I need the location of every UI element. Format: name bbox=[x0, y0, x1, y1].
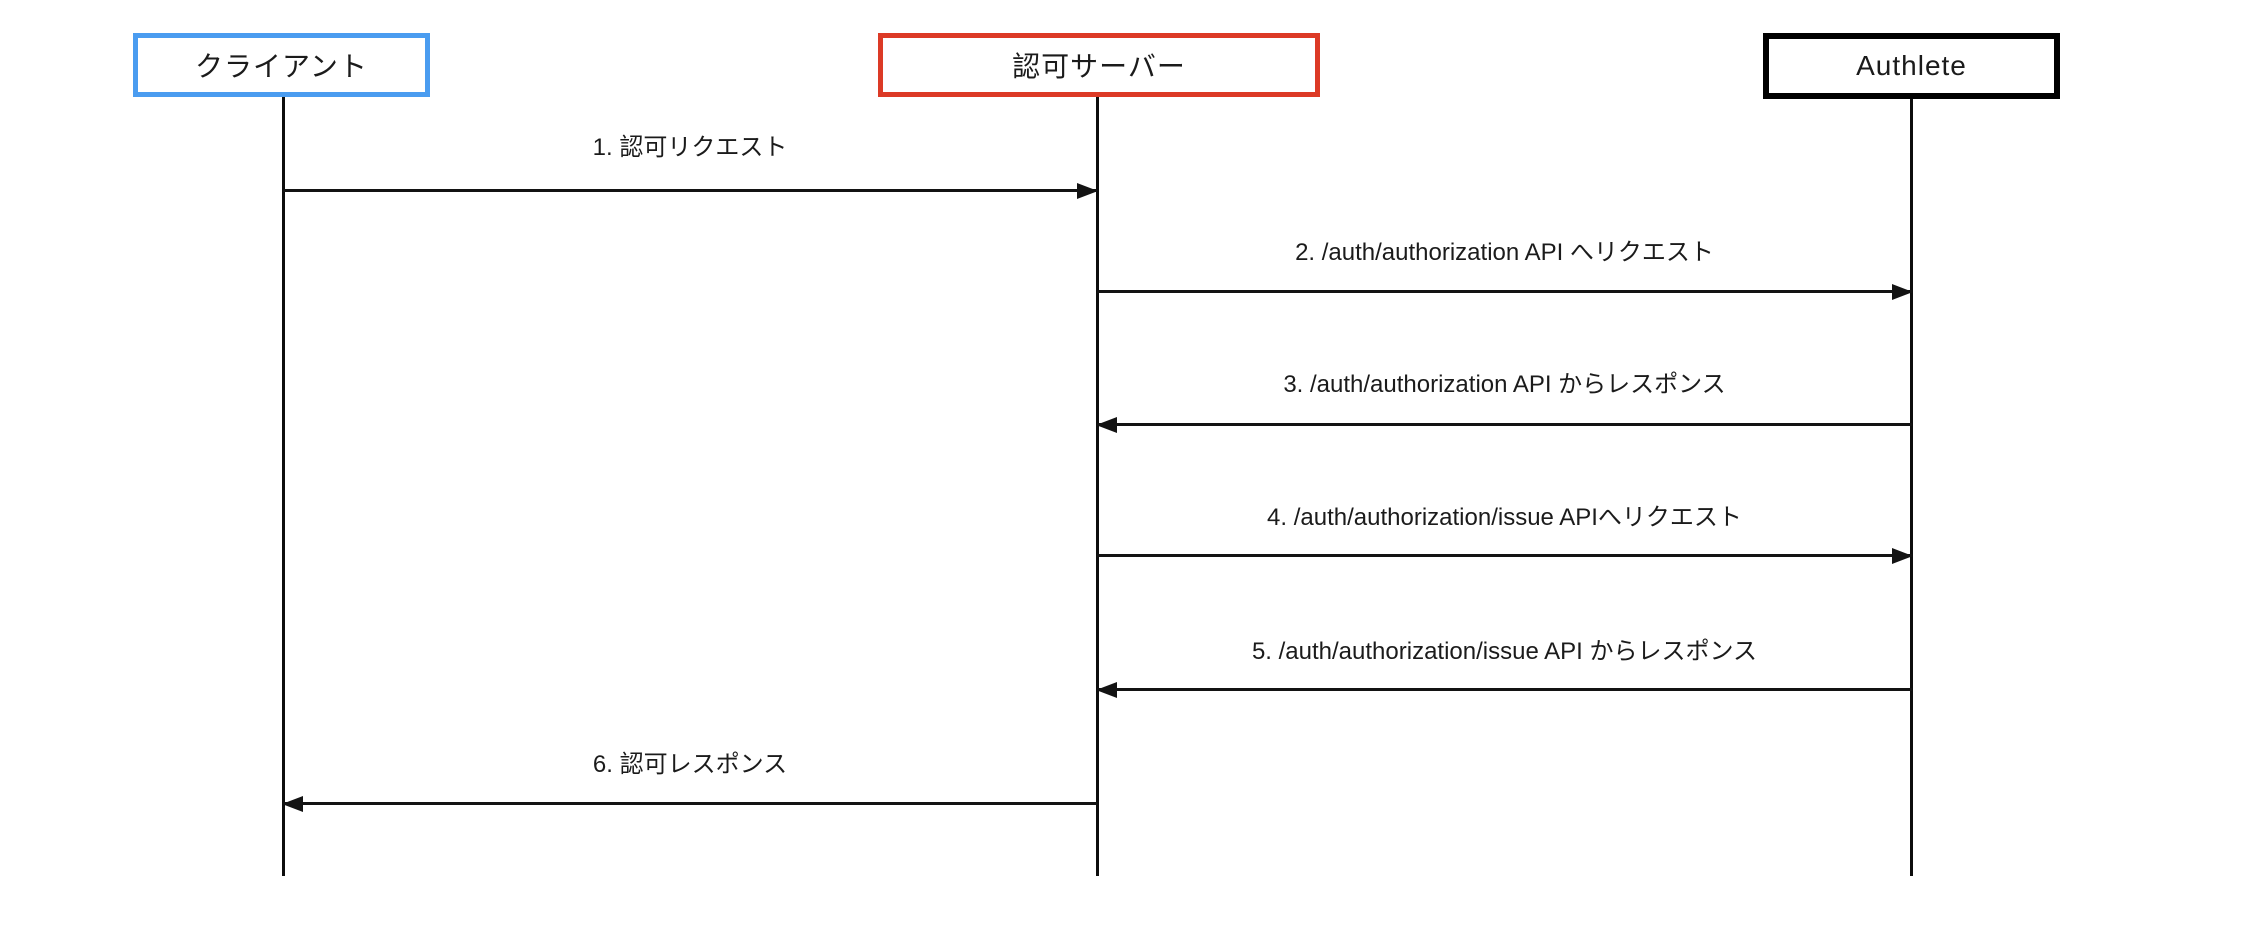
arrowhead-left-icon bbox=[1096, 681, 1117, 698]
actor-label-client: クライアント bbox=[195, 51, 368, 82]
message-4-label: 4. /auth/authorization/issue APIへリクエスト bbox=[1267, 504, 1742, 531]
message-3-arrow bbox=[1096, 416, 1912, 433]
lifeline-client bbox=[282, 97, 285, 876]
message-5-label: 5. /auth/authorization/issue API からレスポンス bbox=[1251, 638, 1758, 665]
message-5-arrow bbox=[1096, 681, 1912, 698]
actor-box-authlete: Authlete bbox=[1763, 33, 2060, 99]
lifeline-authlete bbox=[1910, 97, 1913, 876]
arrowhead-left-icon bbox=[1096, 416, 1117, 433]
message-1-label: 1. 認可リクエスト bbox=[592, 134, 788, 161]
actor-label-authlete: Authlete bbox=[1856, 50, 1967, 81]
arrowhead-right-icon bbox=[1077, 182, 1098, 199]
actor-box-authorization-server: 認可サーバー bbox=[878, 33, 1320, 97]
actor-box-client: クライアント bbox=[133, 33, 430, 97]
arrowhead-right-icon bbox=[1892, 283, 1913, 300]
message-2-label: 2. /auth/authorization API へリクエスト bbox=[1295, 239, 1714, 266]
message-6-label: 6. 認可レスポンス bbox=[592, 751, 788, 778]
actor-label-authorization-server: 認可サーバー bbox=[1012, 51, 1186, 82]
lifeline-authorization-server bbox=[1096, 97, 1099, 876]
message-3-label: 3. /auth/authorization API からレスポンス bbox=[1283, 371, 1726, 398]
message-6-arrow bbox=[282, 795, 1097, 812]
message-2-arrow bbox=[1097, 283, 1913, 300]
message-1-arrow bbox=[283, 182, 1098, 199]
arrowhead-right-icon bbox=[1892, 547, 1913, 564]
message-4-arrow bbox=[1097, 547, 1913, 564]
arrowhead-left-icon bbox=[282, 795, 303, 812]
